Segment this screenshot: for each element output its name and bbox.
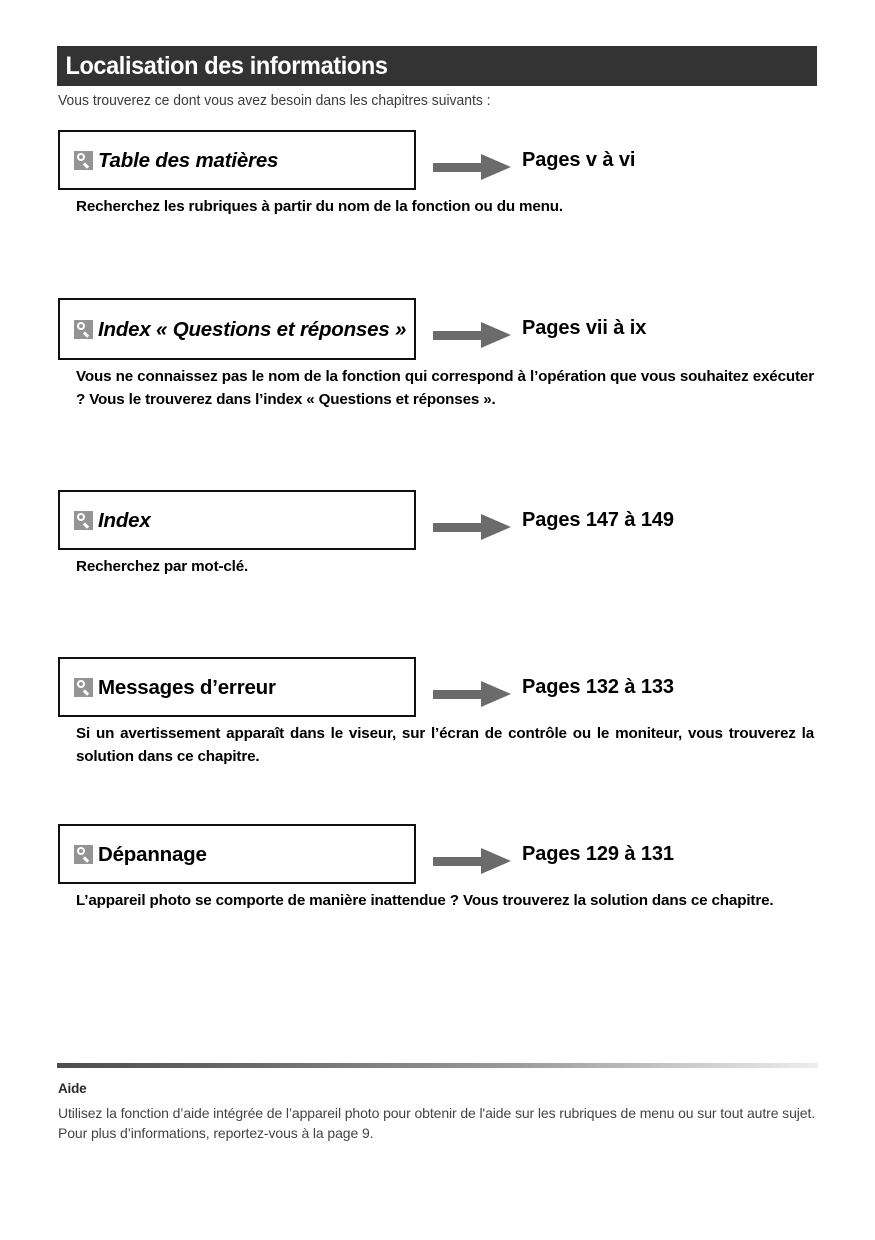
arrow-head bbox=[481, 848, 511, 874]
section-title-inner: Index « Questions et réponses » bbox=[74, 317, 408, 342]
section-title-label: Index « Questions et réponses » bbox=[98, 317, 407, 341]
section-table-des-matieres: Table des matières Pages v à vi Recherch… bbox=[58, 130, 818, 215]
magnifier-icon bbox=[74, 150, 93, 170]
section-header-row: Index Pages 147 à 149 bbox=[58, 490, 818, 550]
arrow-right-icon bbox=[433, 322, 511, 348]
arrow-shaft bbox=[433, 690, 485, 699]
section-body-text: Vous ne connaissez pas le nom de la fonc… bbox=[76, 368, 814, 409]
page-title: Localisation des informations bbox=[65, 51, 388, 80]
section-pages-label: Pages 129 à 131 bbox=[522, 843, 674, 865]
magnifier-icon bbox=[74, 510, 93, 530]
section-depannage: Dépannage Pages 129 à 131 L’appareil pho… bbox=[58, 824, 818, 909]
section-title-box[interactable]: Index bbox=[58, 490, 416, 550]
section-header-row: Dépannage Pages 129 à 131 bbox=[58, 824, 818, 884]
arrow-head bbox=[481, 154, 511, 180]
section-title-box[interactable]: Dépannage bbox=[58, 824, 416, 884]
section-pages-label: Pages 147 à 149 bbox=[522, 509, 674, 531]
section-body-text: L’appareil photo se comporte de manière … bbox=[76, 892, 774, 909]
section-index-questions-reponses: Index « Questions et réponses » Pages vi… bbox=[58, 298, 818, 408]
section-body-text: Recherchez par mot-clé. bbox=[76, 558, 249, 575]
arrow-head bbox=[481, 514, 511, 540]
section-messages-erreur: Messages d’erreur Pages 132 à 133 Si un … bbox=[58, 657, 818, 765]
section-index: Index Pages 147 à 149 Recherchez par mot… bbox=[58, 490, 818, 575]
section-body-text: Recherchez les rubriques à partir du nom… bbox=[76, 198, 563, 215]
section-body-text: Si un avertissement apparaît dans le vis… bbox=[76, 725, 814, 766]
page-header-bar: Localisation des informations bbox=[57, 46, 817, 86]
section-header-row: Table des matières Pages v à vi bbox=[58, 130, 818, 190]
magnifier-icon bbox=[74, 677, 93, 697]
arrow-head bbox=[481, 322, 511, 348]
arrow-right-icon bbox=[433, 514, 511, 540]
section-title-label: Messages d’erreur bbox=[98, 675, 276, 699]
section-title-label: Dépannage bbox=[98, 842, 207, 866]
section-title-label: Table des matières bbox=[98, 148, 279, 172]
magnifier-icon bbox=[74, 319, 93, 339]
section-pages-label: Pages v à vi bbox=[522, 149, 636, 171]
section-pages-label: Pages 132 à 133 bbox=[522, 676, 674, 698]
section-title-label: Index bbox=[98, 508, 151, 532]
magnifier-icon bbox=[74, 844, 93, 864]
arrow-shaft bbox=[433, 857, 485, 866]
footer-title: Aide bbox=[58, 1081, 87, 1096]
arrow-shaft bbox=[433, 523, 485, 532]
intro-paragraph: Vous trouverez ce dont vous avez besoin … bbox=[58, 93, 491, 109]
arrow-shaft bbox=[433, 331, 485, 340]
section-header-row: Messages d’erreur Pages 132 à 133 bbox=[58, 657, 818, 717]
section-pages-label: Pages vii à ix bbox=[522, 317, 647, 339]
arrow-right-icon bbox=[433, 681, 511, 707]
arrow-head bbox=[481, 681, 511, 707]
section-header-row: Index « Questions et réponses » Pages vi… bbox=[58, 298, 818, 360]
section-title-box[interactable]: Table des matières bbox=[58, 130, 416, 190]
section-title-box[interactable]: Messages d’erreur bbox=[58, 657, 416, 717]
arrow-right-icon bbox=[433, 154, 511, 180]
arrow-right-icon bbox=[433, 848, 511, 874]
section-title-box[interactable]: Index « Questions et réponses » bbox=[58, 298, 416, 360]
footer-divider bbox=[57, 1063, 818, 1068]
footer-paragraph: Utilisez la fonction d’aide intégrée de … bbox=[58, 1105, 816, 1142]
arrow-shaft bbox=[433, 163, 485, 172]
